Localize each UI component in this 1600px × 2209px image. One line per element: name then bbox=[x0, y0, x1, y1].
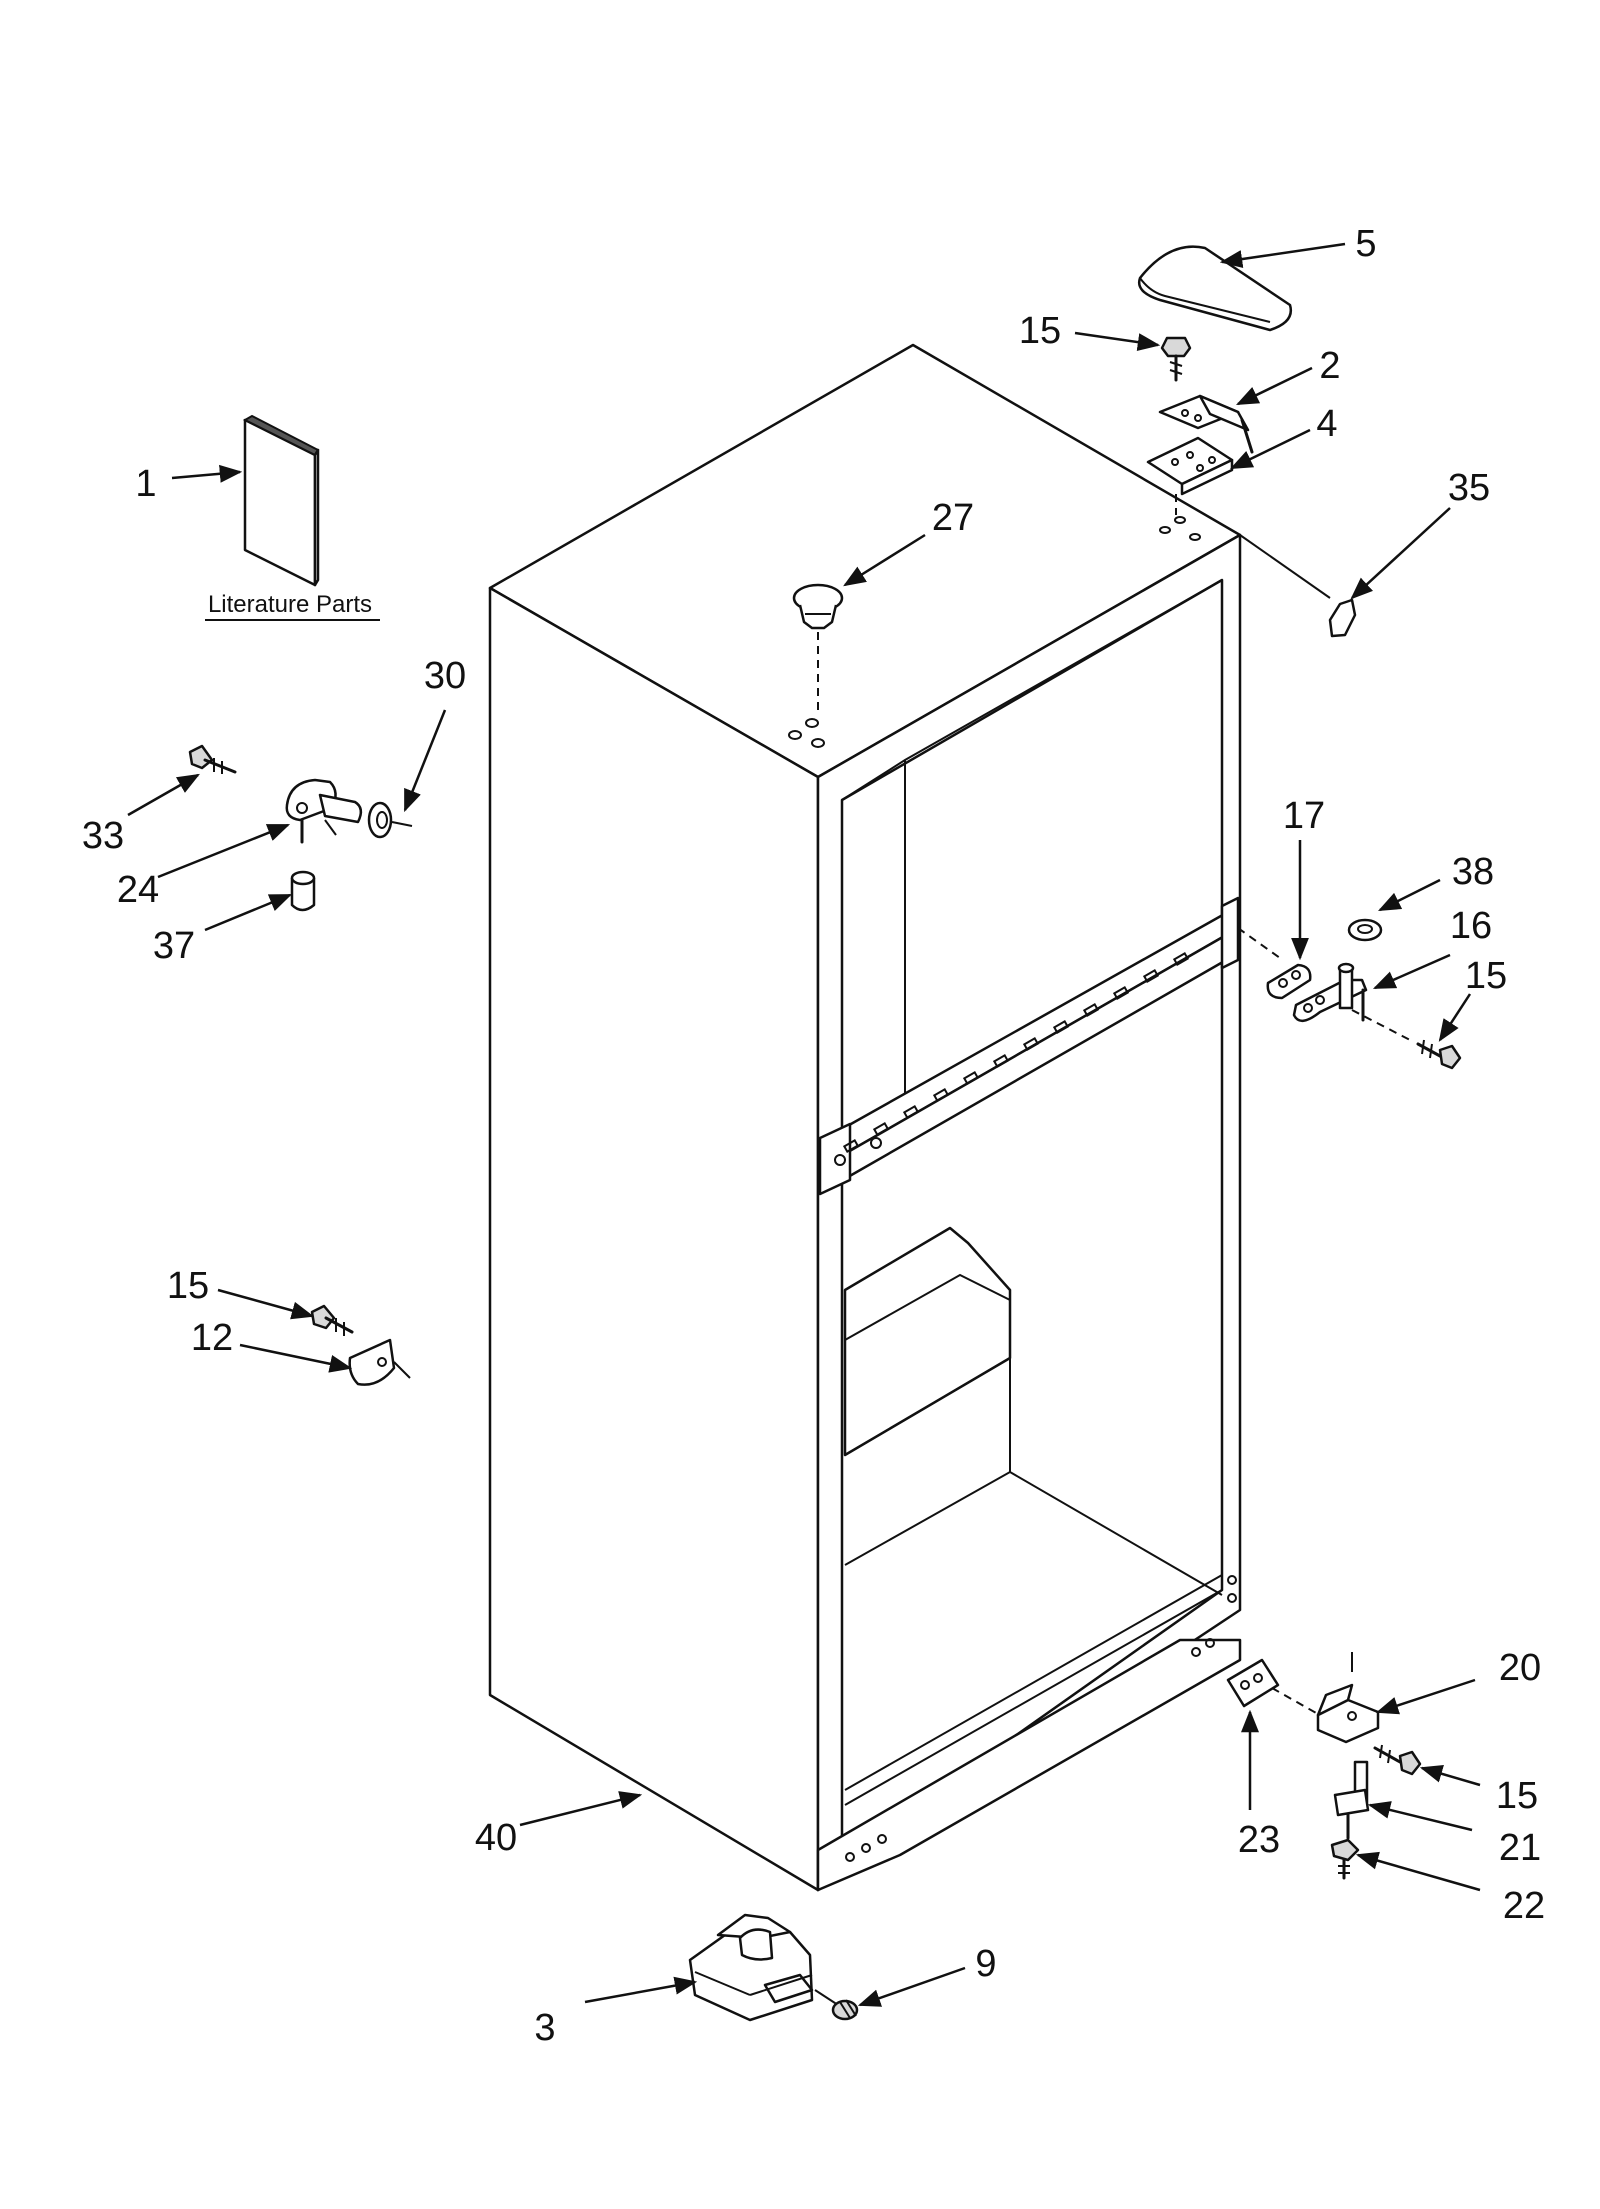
callout-12: 12 bbox=[191, 1317, 233, 1359]
washer-38 bbox=[1347, 918, 1383, 942]
callout-40: 40 bbox=[475, 1817, 517, 1859]
bottom-hinge-20 bbox=[1316, 1652, 1380, 1744]
top-hole bbox=[1189, 533, 1201, 541]
callout-15-bottom: 15 bbox=[1496, 1775, 1538, 1817]
screw-15-bottom bbox=[1373, 1744, 1422, 1776]
callout-37: 37 bbox=[153, 925, 195, 967]
toe-plate-hole bbox=[845, 1852, 855, 1862]
callout-30: 30 bbox=[424, 655, 466, 697]
hinge-shim-17 bbox=[1266, 963, 1312, 1000]
top-hole bbox=[1174, 516, 1186, 524]
evaporator-cover-edge bbox=[844, 1273, 1011, 1341]
center-screw-alignment-line bbox=[1351, 1009, 1411, 1041]
screw-15-left bbox=[310, 1304, 354, 1336]
top-hole bbox=[1159, 526, 1171, 534]
bracket-12 bbox=[348, 1338, 411, 1386]
toe-plate-hole bbox=[1205, 1638, 1215, 1648]
hinge-shim-23 bbox=[1226, 1658, 1280, 1708]
literature-book bbox=[242, 414, 320, 587]
plug-button bbox=[792, 583, 844, 630]
callout-20: 20 bbox=[1499, 1647, 1541, 1689]
hinge-cover bbox=[1137, 245, 1293, 332]
top-hinge-screw bbox=[1160, 336, 1192, 382]
callout-33: 33 bbox=[82, 815, 124, 857]
liner-floor-back bbox=[844, 1470, 1223, 1596]
hinge-pin-21 bbox=[1333, 1760, 1370, 1840]
toe-plate bbox=[816, 1638, 1242, 1892]
callout-9: 9 bbox=[975, 1943, 996, 1985]
liner-back-lower bbox=[844, 1356, 1011, 1472]
roller-assembly-3 bbox=[688, 1913, 814, 2022]
leader-arrows bbox=[127, 242, 1481, 2007]
callout-15-center: 15 bbox=[1465, 955, 1507, 997]
bottom-screw-33 bbox=[188, 744, 237, 774]
roller-screw-9 bbox=[814, 1989, 859, 2021]
callout-15-top: 15 bbox=[1019, 310, 1061, 352]
top-hole bbox=[805, 718, 819, 728]
callout-16: 16 bbox=[1450, 905, 1492, 947]
top-hole bbox=[788, 730, 802, 740]
center-hinge-16 bbox=[1292, 962, 1368, 1022]
literature-parts-caption: Literature Parts bbox=[208, 591, 372, 618]
callout-22: 22 bbox=[1503, 1885, 1545, 1927]
hinge-bracket-24 bbox=[285, 778, 363, 844]
callout-1: 1 bbox=[135, 463, 156, 505]
spacer-37 bbox=[290, 870, 316, 912]
leveling-screw-22 bbox=[1330, 1838, 1360, 1880]
callout-15-left: 15 bbox=[167, 1265, 209, 1307]
hinge-cap-35 bbox=[1239, 534, 1357, 638]
callout-21: 21 bbox=[1499, 1827, 1541, 1869]
cabinet bbox=[488, 343, 1242, 1892]
bottom-hinge-alignment-line bbox=[1271, 1687, 1326, 1719]
hinge-shim bbox=[1146, 436, 1234, 496]
toe-plate-hole bbox=[1191, 1647, 1201, 1657]
callout-3: 3 bbox=[534, 2007, 555, 2049]
toe-plate-hole bbox=[877, 1834, 887, 1844]
toe-plate-hole bbox=[861, 1843, 871, 1853]
callout-38: 38 bbox=[1452, 851, 1494, 893]
callout-27: 27 bbox=[932, 497, 974, 539]
frame-hole bbox=[1227, 1593, 1237, 1603]
callout-35: 35 bbox=[1448, 467, 1490, 509]
liner-top-edge bbox=[841, 579, 1223, 801]
screw-15-center bbox=[1416, 1039, 1462, 1070]
callout-2: 2 bbox=[1319, 345, 1340, 387]
washer-30 bbox=[367, 801, 413, 839]
callout-4: 4 bbox=[1316, 403, 1337, 445]
mullion-rail-right-end bbox=[1220, 896, 1240, 970]
liner-floor-front bbox=[844, 1589, 1223, 1806]
callout-numbers: 1 2 3 4 5 9 12 15 15 15 15 16 17 20 21 2… bbox=[82, 223, 1545, 2049]
top-hole bbox=[811, 738, 825, 748]
center-hinge-alignment-line bbox=[1237, 927, 1281, 959]
callout-23: 23 bbox=[1238, 1819, 1280, 1861]
frame-hole bbox=[1227, 1575, 1237, 1585]
callout-17: 17 bbox=[1283, 795, 1325, 837]
callout-5: 5 bbox=[1355, 223, 1376, 265]
callout-24: 24 bbox=[117, 869, 159, 911]
liner-floor-inner bbox=[844, 1574, 1223, 1791]
mullion-rail-slots bbox=[834, 952, 1190, 1166]
cabinet-side-face bbox=[488, 586, 820, 1892]
top-hinge bbox=[1158, 394, 1254, 454]
